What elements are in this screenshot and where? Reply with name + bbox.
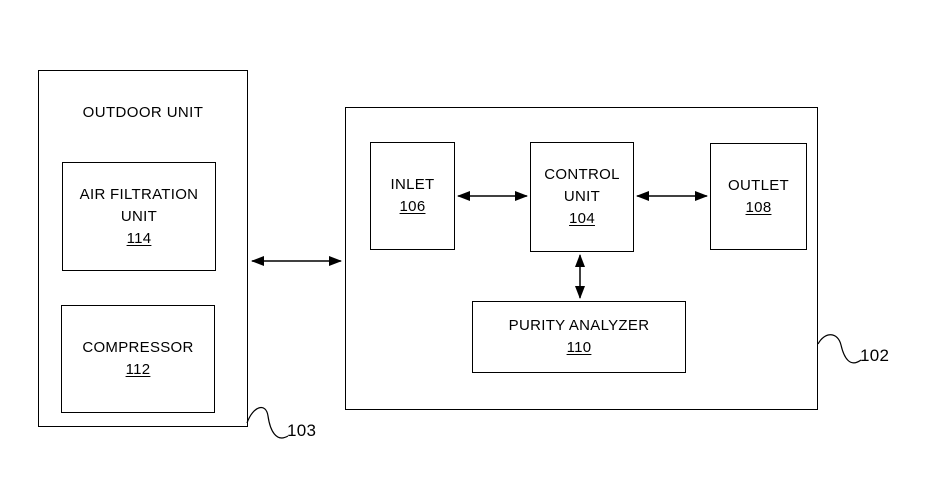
- air-filtration-unit-label: AIR FILTRATION UNIT: [79, 185, 199, 225]
- system-unit-ref-number: 102: [860, 346, 890, 365]
- air-filtration-unit-box: AIR FILTRATION UNIT 114: [62, 162, 216, 271]
- purity-analyzer-box: PURITY ANALYZER 110: [472, 301, 686, 373]
- outdoor-unit-ref-number: 103: [287, 421, 317, 440]
- inlet-label: INLET: [390, 176, 435, 193]
- compressor-label: COMPRESSOR: [82, 339, 194, 356]
- inlet-ref: 106: [399, 198, 426, 215]
- leader-squiggle-102: [817, 334, 862, 364]
- purity-analyzer-label: PURITY ANALYZER: [508, 317, 650, 334]
- inlet-box: INLET 106: [370, 142, 455, 250]
- compressor-box: COMPRESSOR 112: [61, 305, 215, 413]
- control-unit-label: CONTROL UNIT: [544, 166, 620, 205]
- compressor-ref: 112: [125, 361, 151, 378]
- outlet-box: OUTLET 108: [710, 143, 807, 250]
- leader-squiggle-103: [246, 406, 289, 439]
- control-unit-ref: 104: [569, 210, 595, 227]
- outlet-ref: 108: [745, 198, 772, 216]
- outlet-label: OUTLET: [728, 176, 789, 194]
- purity-analyzer-ref: 110: [566, 339, 592, 356]
- control-unit-box: CONTROL UNIT 104: [530, 142, 634, 252]
- air-filtration-unit-ref: 114: [126, 229, 152, 247]
- outdoor-unit-title: OUTDOOR UNIT: [82, 104, 204, 121]
